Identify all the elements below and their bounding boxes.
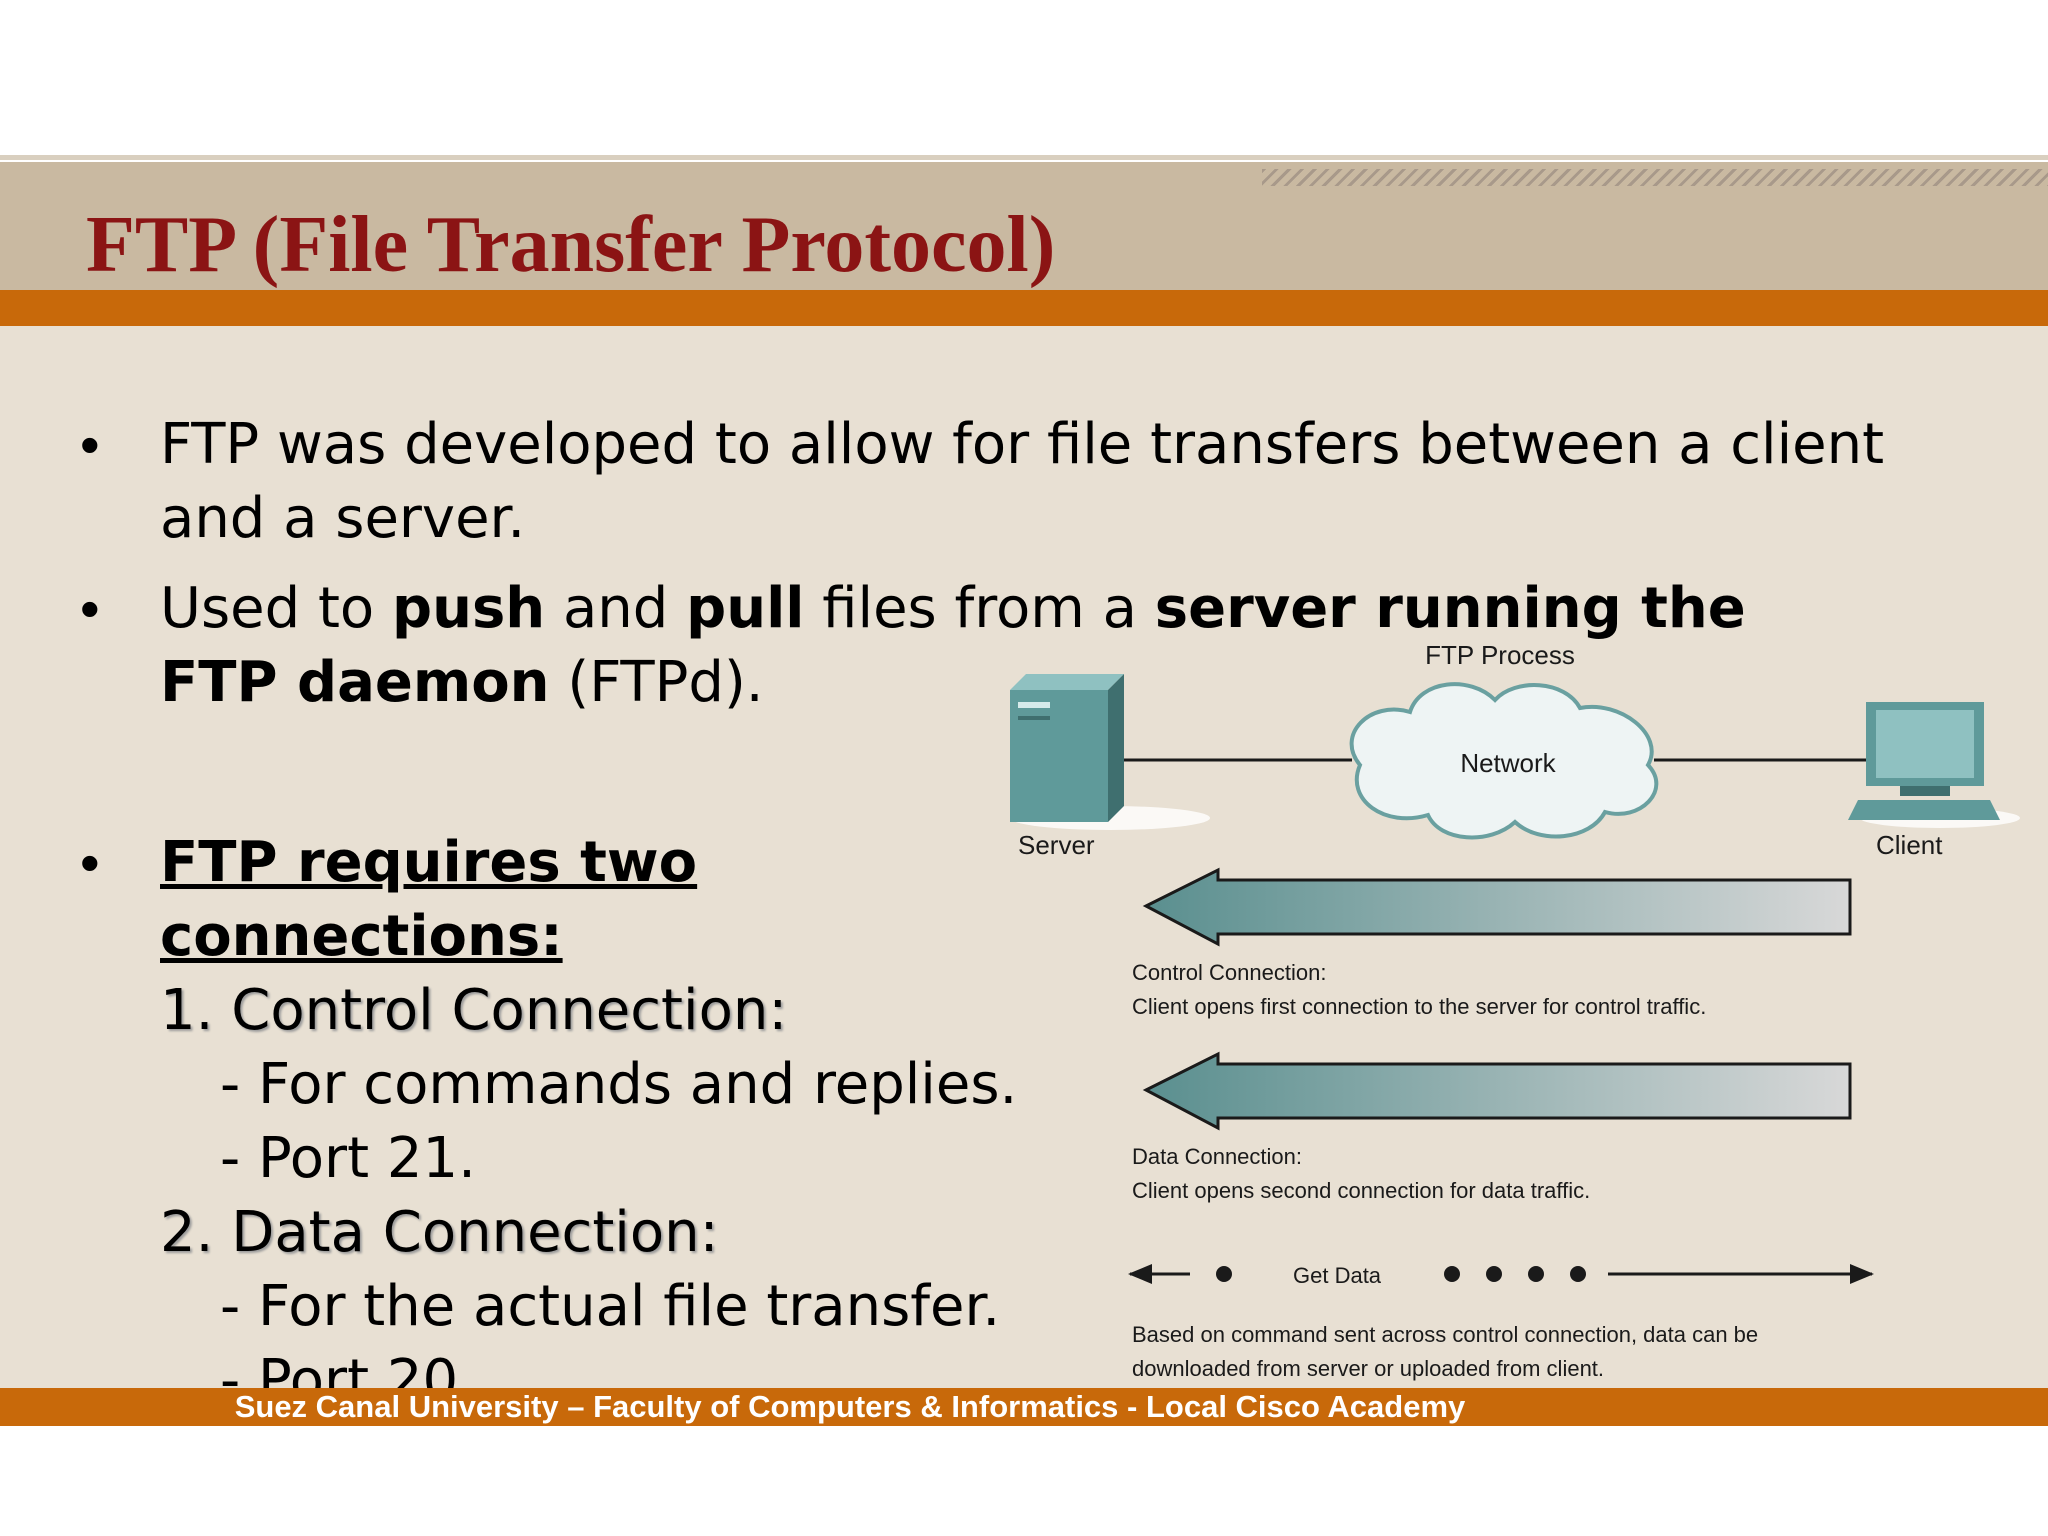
- control-connection-arrow: [1142, 867, 1852, 947]
- ftp-process-label: FTP Process: [1425, 640, 1575, 670]
- bullet-marker: •: [80, 413, 100, 476]
- bullet-2-bold-push: push: [391, 576, 546, 641]
- bullet-marker: •: [80, 831, 100, 894]
- bullet-2-bold-server: server running the FTP daemon: [160, 576, 1746, 715]
- slide-title: FTP (File Transfer Protocol): [86, 201, 1056, 289]
- bullet-2-part: Used to: [160, 576, 392, 641]
- bullet-2-text: Used to push and pull files from a serve…: [160, 572, 1860, 720]
- control-detail-1: - For commands and replies.: [220, 1052, 1018, 1117]
- data-connection-arrow: [1142, 1051, 1852, 1131]
- server-icon: [1010, 674, 1210, 830]
- bullet-2-part: and: [545, 576, 687, 641]
- data-detail-1: - For the actual file transfer.: [220, 1274, 1001, 1339]
- client-computer-icon: [1848, 702, 2020, 828]
- bullet-2-bold-pull: pull: [686, 576, 805, 641]
- bullet-1-text: FTP was developed to allow for file tran…: [160, 412, 1885, 551]
- data-connection-label: 2. Data Connection:: [160, 1200, 719, 1265]
- content-area: [0, 326, 2048, 1388]
- server-label: Server: [1018, 830, 1095, 860]
- control-detail-2: - Port 21.: [220, 1126, 476, 1191]
- data-connection-title: Data Connection:: [1132, 1144, 1302, 1169]
- connections-heading: FTP requires two connections:: [160, 830, 698, 969]
- bullet-3-block: FTP requires two connections: 1. Control…: [160, 826, 1060, 1418]
- footer-bar: [0, 1388, 2048, 1426]
- bullet-2-part: (FTPd).: [549, 650, 764, 715]
- control-connection-desc: Client opens first connection to the ser…: [1132, 994, 1706, 1019]
- bullet-2-part: files from a: [804, 576, 1155, 641]
- diagram-note-line-1: Based on command sent across control con…: [1132, 1322, 1758, 1347]
- client-label: Client: [1876, 830, 1943, 860]
- get-data-label: Get Data: [1293, 1263, 1382, 1288]
- control-connection-label: 1. Control Connection:: [160, 978, 788, 1043]
- network-cloud-icon: [1349, 682, 1659, 840]
- header-hatch-decoration: [1262, 169, 2048, 186]
- network-label: Network: [1460, 748, 1556, 778]
- get-data-arrow: [1128, 1264, 1874, 1284]
- data-connection-desc: Client opens second connection for data …: [1132, 1178, 1590, 1203]
- header-accent-bar: [0, 290, 2048, 326]
- footer-text: Suez Canal University – Faculty of Compu…: [234, 1389, 1466, 1424]
- diagram-note-line-2: downloaded from server or uploaded from …: [1132, 1356, 1604, 1381]
- header-top-rule: [0, 155, 2048, 160]
- bullet-marker: •: [80, 577, 100, 640]
- control-connection-title: Control Connection:: [1132, 960, 1326, 985]
